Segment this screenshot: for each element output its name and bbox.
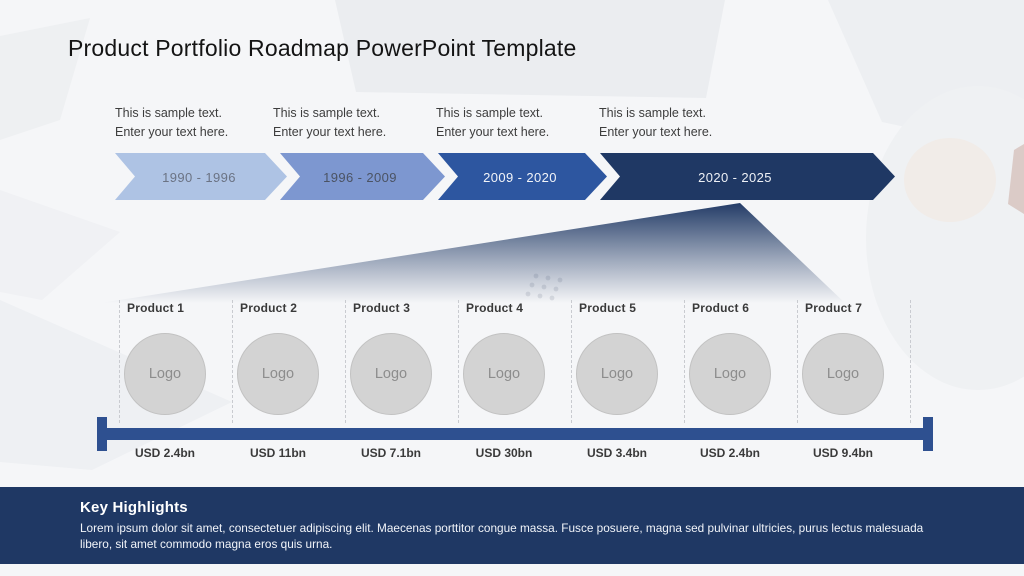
phase-note-line: Enter your text here. xyxy=(115,124,229,139)
product-logo-placeholder: Logo xyxy=(463,333,545,415)
product-value: USD 7.1bn xyxy=(360,446,421,460)
product-logo-placeholder: Logo xyxy=(124,333,206,415)
phase-note-2: This is sample text. Enter your text her… xyxy=(273,104,433,141)
product-value: USD 3.4bn xyxy=(586,446,647,460)
product-value: USD 2.4bn xyxy=(699,446,760,460)
logo-label: Logo xyxy=(600,366,634,382)
phase-note-line: This is sample text. xyxy=(273,106,380,120)
product-value: USD 11bn xyxy=(249,446,306,460)
product-name: Product 6 xyxy=(692,301,750,315)
phase-note-line: Enter your text here. xyxy=(436,124,550,139)
logo-label: Logo xyxy=(826,366,860,382)
product-logo-placeholder: Logo xyxy=(576,333,658,415)
phase-arrow-4 xyxy=(600,153,895,200)
phase-label-3: 2009 - 2020 xyxy=(483,170,557,185)
key-highlights-heading: Key Highlights xyxy=(80,499,188,516)
product-column-4: Product 4 Logo USD 30bn xyxy=(458,300,572,460)
phase-label-1: 1990 - 1996 xyxy=(162,170,236,185)
logo-label: Logo xyxy=(261,366,295,382)
slide-title: Product Portfolio Roadmap PowerPoint Tem… xyxy=(68,35,577,61)
phase-arrows: 1990 - 1996 1996 - 2009 2009 - 2020 2020… xyxy=(115,153,895,200)
product-name: Product 3 xyxy=(353,301,411,315)
phase-note-line: Enter your text here. xyxy=(599,124,713,139)
product-value: USD 30bn xyxy=(475,446,533,460)
phase-arrow-2 xyxy=(280,153,445,200)
timeline-axis xyxy=(97,417,933,451)
background-collage xyxy=(525,138,1024,301)
key-highlights-body: Lorem ipsum dolor sit amet, consectetuer… xyxy=(80,521,924,551)
product-column-6: Product 6 Logo USD 2.4bn xyxy=(684,300,798,460)
product-value: USD 9.4bn xyxy=(812,446,873,460)
product-logo-placeholder: Logo xyxy=(689,333,771,415)
logo-label: Logo xyxy=(713,366,747,382)
phase-note-1: This is sample text. Enter your text her… xyxy=(115,104,275,141)
key-highlights-panel: Key Highlights Lorem ipsum dolor sit ame… xyxy=(0,487,1024,564)
product-name: Product 4 xyxy=(466,301,524,315)
product-logo-placeholder: Logo xyxy=(802,333,884,415)
phase-label-4: 2020 - 2025 xyxy=(698,170,772,185)
product-column-1: Product 1 Logo USD 2.4bn xyxy=(119,300,233,460)
product-logo-placeholder: Logo xyxy=(350,333,432,415)
phase-note-3: This is sample text. Enter your text her… xyxy=(436,104,596,141)
column-divider xyxy=(910,300,911,423)
timeline-bar xyxy=(97,428,933,440)
product-column-7: Product 7 Logo USD 9.4bn xyxy=(797,300,911,460)
product-name: Product 5 xyxy=(579,301,637,315)
product-logo-placeholder: Logo xyxy=(237,333,319,415)
product-name: Product 2 xyxy=(240,301,298,315)
logo-label: Logo xyxy=(487,366,521,382)
phase-note-line: This is sample text. xyxy=(599,106,706,120)
funnel-shape xyxy=(94,203,846,304)
phase-label-2: 1996 - 2009 xyxy=(323,170,397,185)
product-column-2: Product 2 Logo USD 11bn xyxy=(232,300,346,460)
phase-arrow-3 xyxy=(438,153,607,200)
phase-note-4: This is sample text. Enter your text her… xyxy=(599,104,759,141)
product-name: Product 1 xyxy=(127,301,185,315)
phase-note-line: This is sample text. xyxy=(436,106,543,120)
product-column-5: Product 5 Logo USD 3.4bn xyxy=(571,300,685,460)
timeline-cap-right xyxy=(923,417,933,451)
product-name: Product 7 xyxy=(805,301,863,315)
phase-arrow-1 xyxy=(115,153,287,200)
product-column-3: Product 3 Logo USD 7.1bn xyxy=(345,300,459,460)
phase-note-line: This is sample text. xyxy=(115,106,222,120)
phase-note-line: Enter your text here. xyxy=(273,124,387,139)
product-value: USD 2.4bn xyxy=(134,446,195,460)
logo-label: Logo xyxy=(148,366,182,382)
logo-label: Logo xyxy=(374,366,408,382)
